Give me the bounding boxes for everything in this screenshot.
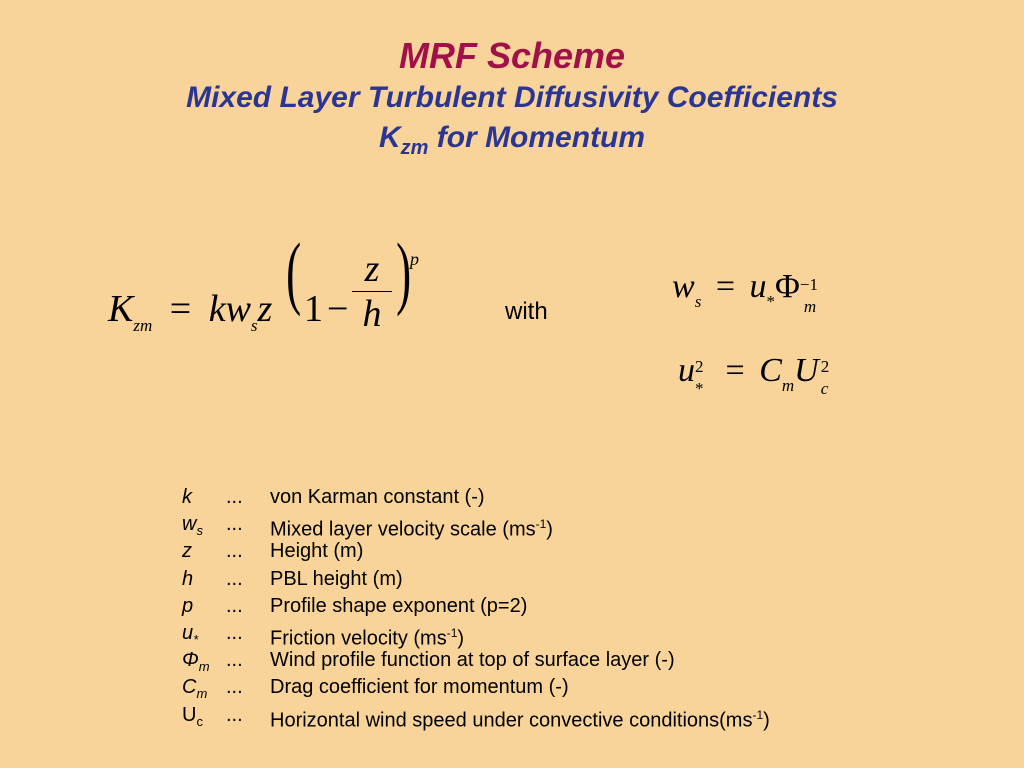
- legend-description: PBL height (m): [270, 567, 403, 590]
- one-minus: 1−: [304, 288, 349, 330]
- equation-kzm: Kzm = kwsz ( 1− z h ) p: [108, 226, 419, 335]
- legend-dots: ...: [226, 676, 243, 699]
- legend-symbol: k: [182, 486, 192, 508]
- legend-symbol: z: [182, 540, 192, 563]
- legend-symbol: ws: [182, 513, 203, 539]
- legend-dots: ...: [226, 594, 243, 617]
- legend-description: von Karman constant (-): [270, 486, 485, 508]
- legend-description: Wind profile function at top of surface …: [270, 649, 675, 672]
- legend-description: Profile shape exponent (p=2): [270, 594, 528, 617]
- legend-symbol: u*: [182, 621, 199, 647]
- legend-symbol: h: [182, 567, 194, 590]
- exponent-p: p: [410, 249, 419, 269]
- legend-dots: ...: [226, 486, 243, 508]
- legend-symbol: Uc: [182, 703, 203, 729]
- legend-dots: ...: [226, 540, 243, 563]
- legend-dots: ...: [226, 513, 243, 536]
- legend-symbol: Φm: [182, 649, 210, 675]
- with-label: with: [505, 298, 548, 325]
- right-paren: ): [396, 226, 412, 317]
- fraction-z-over-h: z h: [352, 249, 392, 334]
- legend-description: Horizontal wind speed under convective c…: [270, 707, 770, 732]
- legend-description: Friction velocity (ms-1): [270, 625, 465, 650]
- legend-dots: ...: [226, 621, 243, 644]
- left-paren: (: [286, 226, 302, 317]
- legend-symbol: Cm: [182, 676, 208, 702]
- legend-dots: ...: [226, 567, 243, 590]
- legend-dots: ...: [226, 649, 243, 672]
- legend-symbol: p: [182, 594, 194, 617]
- legend-description: Height (m): [270, 540, 364, 563]
- slide-title: MRF Scheme Mixed Layer Turbulent Diffusi…: [0, 34, 1024, 168]
- legend-description: Mixed layer velocity scale (ms-1): [270, 517, 553, 541]
- title-line-2: Mixed Layer Turbulent Diffusivity Coeffi…: [186, 81, 838, 114]
- title-line-1: MRF Scheme: [398, 35, 626, 76]
- title-line-3: Kzm for Momentum: [378, 121, 646, 159]
- legend-dots: ...: [226, 703, 243, 726]
- legend-description: Drag coefficient for momentum (-): [270, 676, 569, 699]
